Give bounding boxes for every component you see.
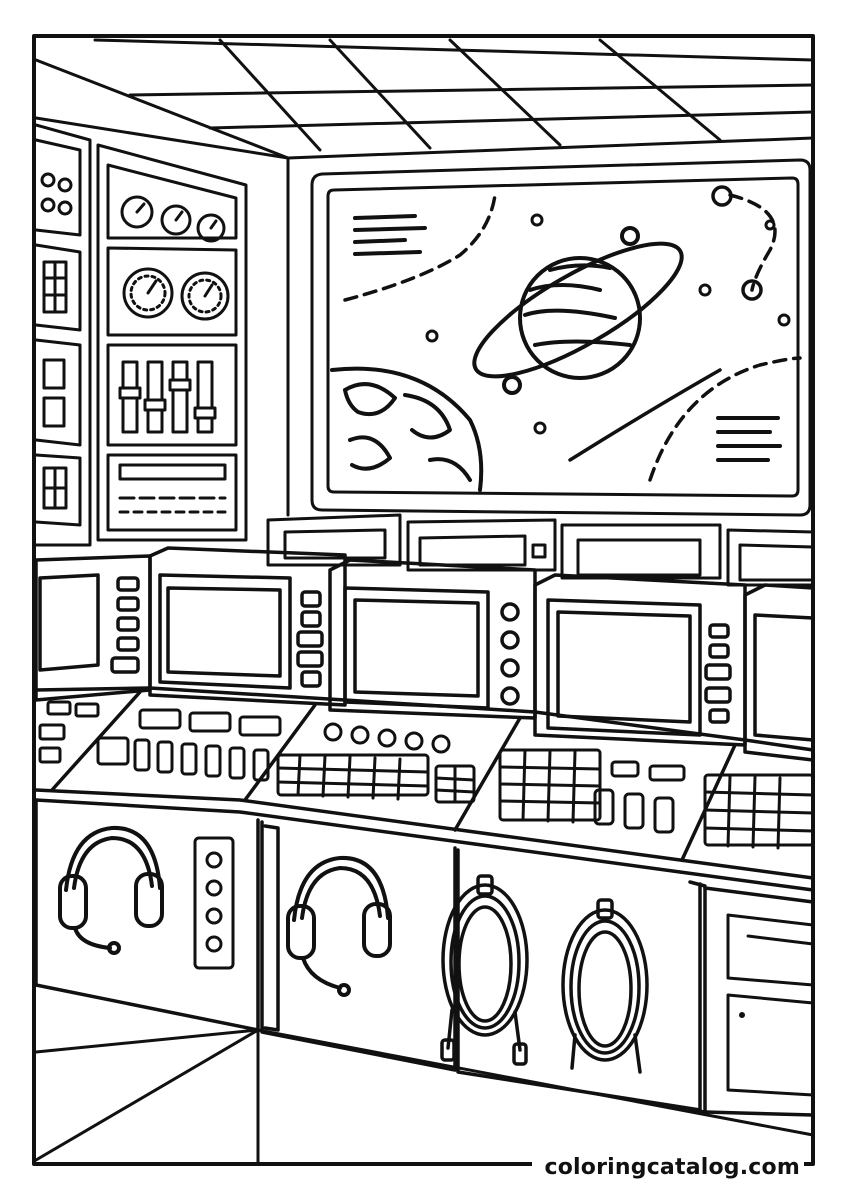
gauge-dial-right [180,271,230,321]
desk-controls-section-5 [703,773,815,850]
gauge-small-2 [160,204,192,236]
console-cabinet-front [34,798,815,1117]
coiled-cable-icon-2 [561,898,649,1074]
desk-controls-section-1 [38,700,100,764]
console-desk [34,686,815,892]
stars [425,213,791,435]
button-strip [193,836,235,970]
desk-controls-section-3 [276,722,476,804]
gauge-small-3 [196,213,226,243]
floor [34,1028,815,1166]
flight-paths [343,185,802,482]
text-lines-bottom-right [716,416,782,462]
wall-display-content [330,185,802,492]
ceiling-tiles [34,38,815,517]
headphones-icon [58,825,164,955]
left-wall-panels [34,123,248,547]
slider-bank [118,360,227,514]
front-row-monitor-housings [34,546,815,762]
back-row-monitors [266,513,815,587]
coiled-cable-icon [440,874,529,1066]
gauge-small-1 [120,195,154,229]
watermark-text: coloringcatalog.com [532,1155,804,1180]
wall-display-frame [310,158,812,517]
desk-controls-section-4 [498,748,686,834]
cabinet-drawer [726,913,815,1097]
headphones-icon-2 [286,855,392,997]
analog-gauges [120,195,230,321]
planet-with-orbit-icon [472,226,684,395]
desk-controls-section-2 [96,708,282,782]
text-lines-top-left [353,214,427,256]
earth-icon [330,366,484,492]
gauge-dial-left [122,267,174,319]
